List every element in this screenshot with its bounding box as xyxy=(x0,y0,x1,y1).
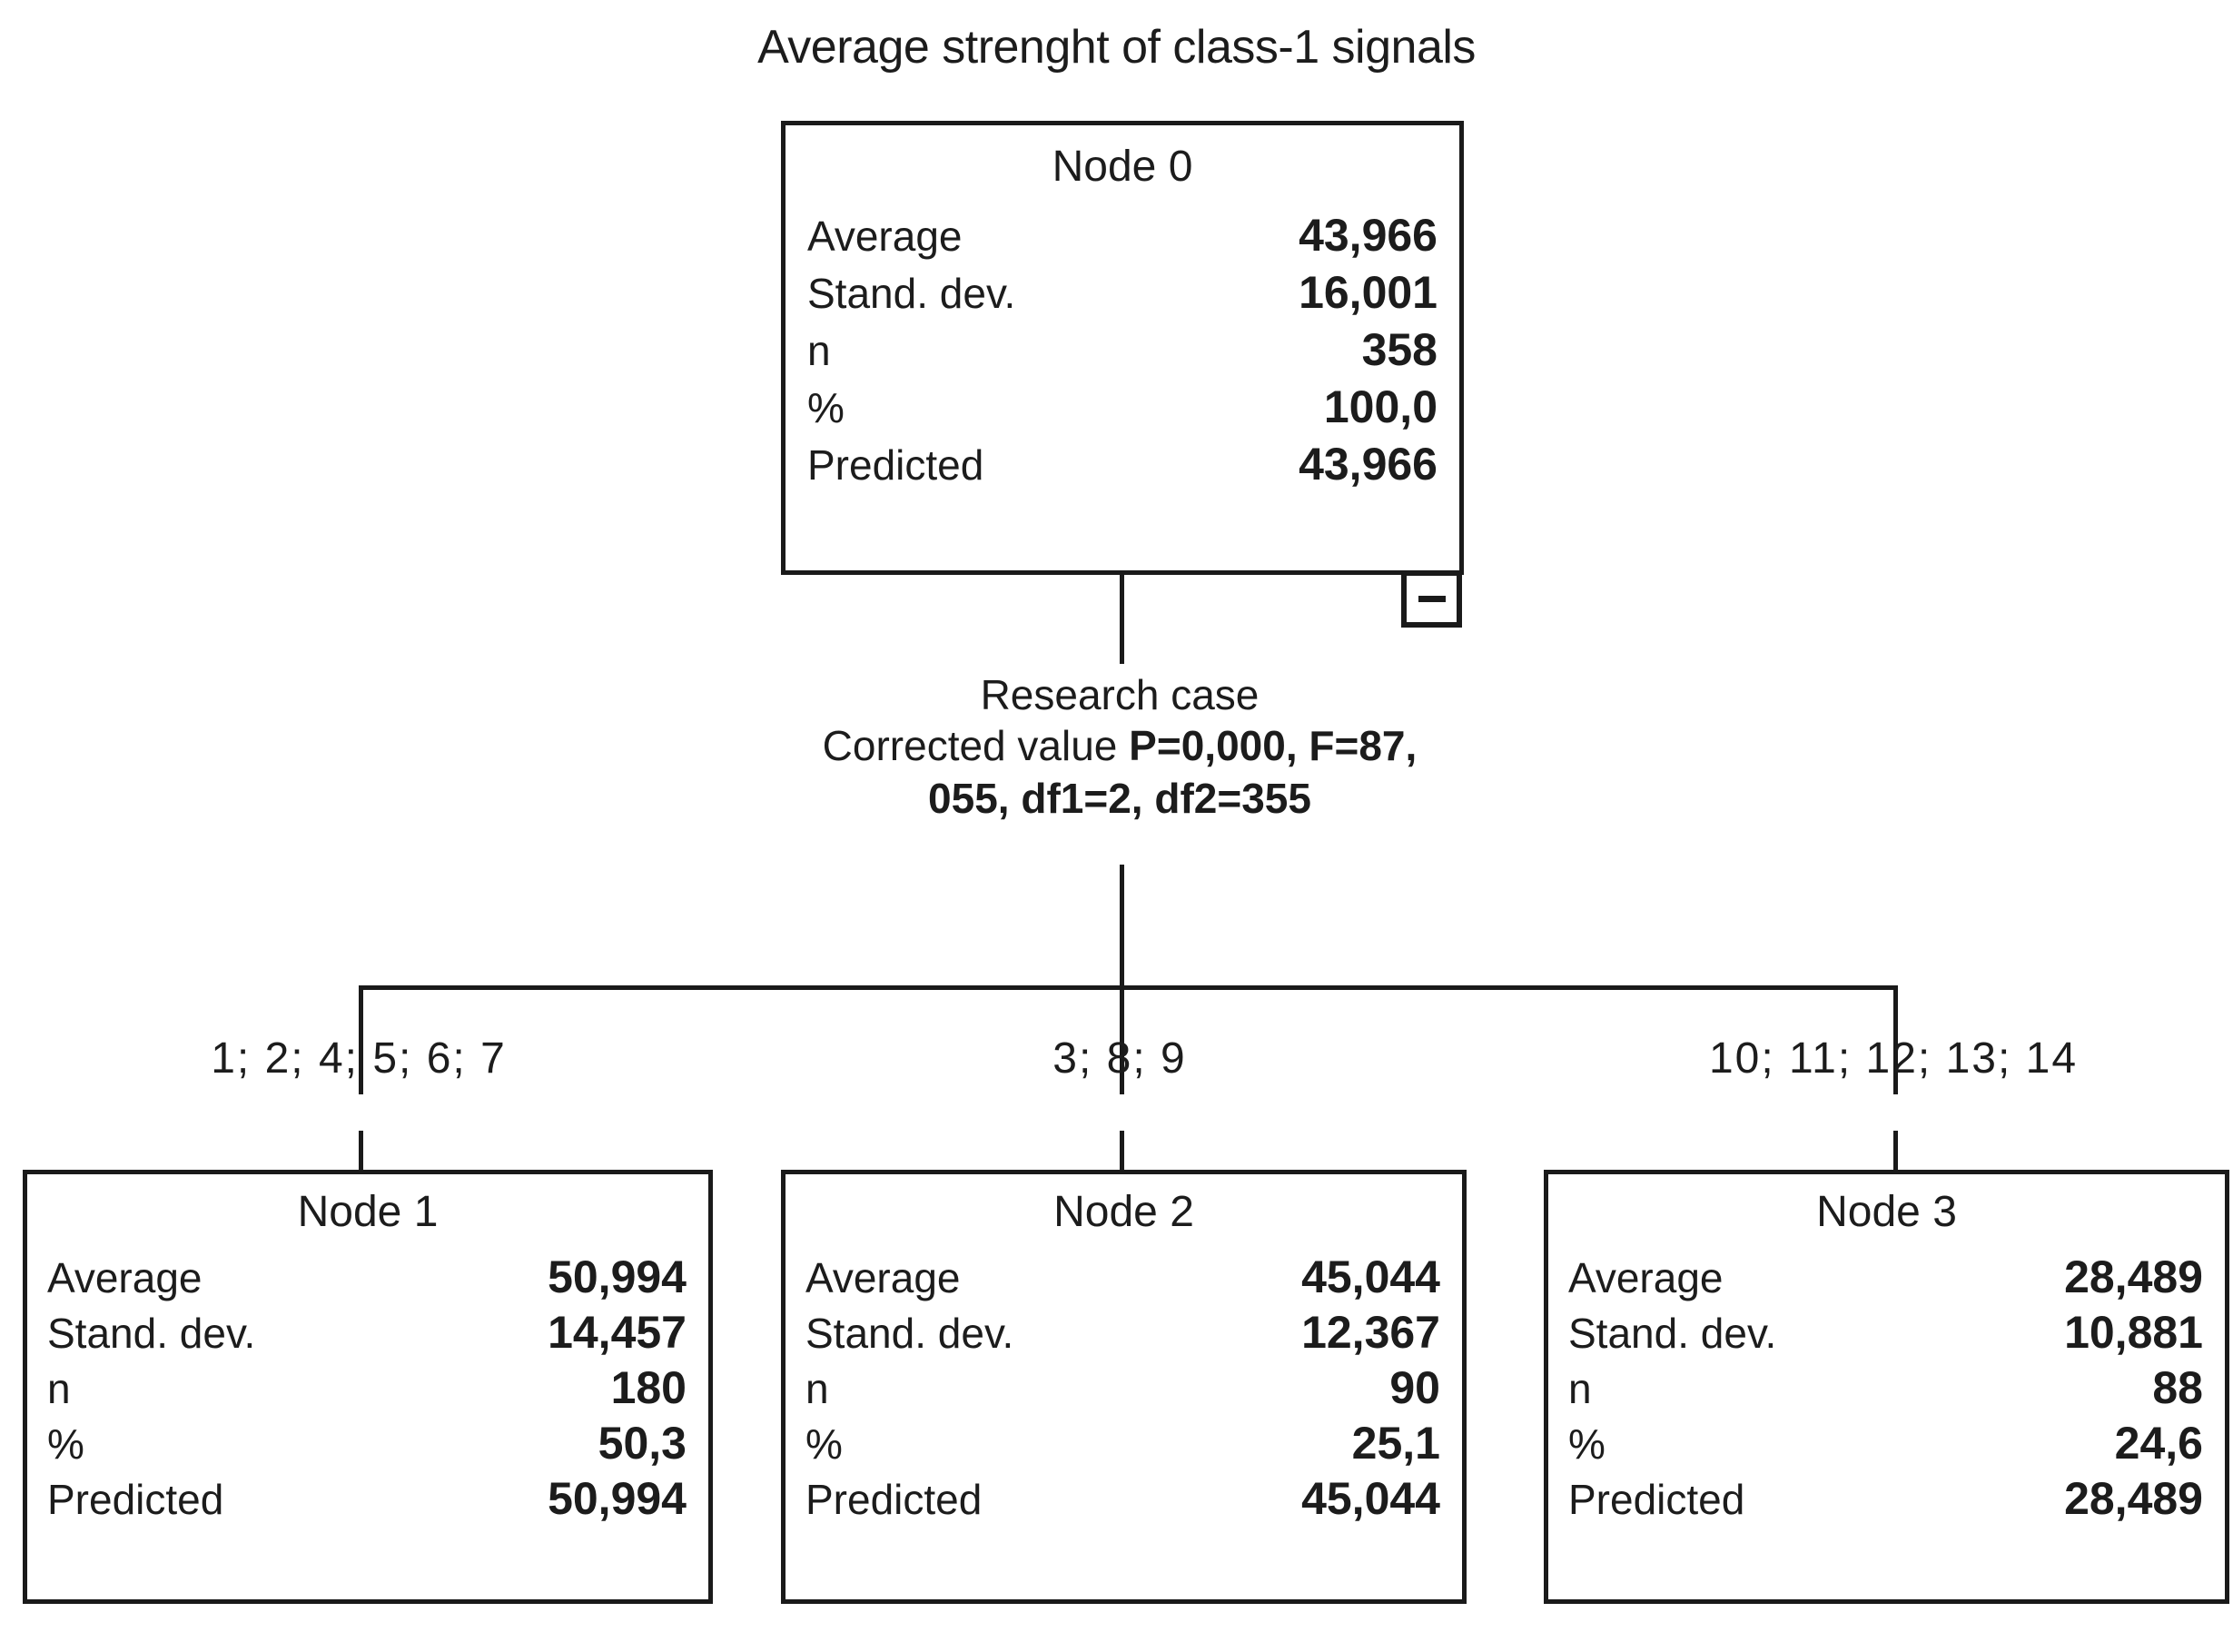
node-0-row-3-value: 100,0 xyxy=(1323,381,1438,432)
table-row: n 90 xyxy=(786,1365,1462,1420)
node-2-row-2-value: 90 xyxy=(1389,1362,1440,1413)
tree-node-1[interactable]: Node 1 Average 50,994 Stand. dev. 14,457… xyxy=(23,1170,713,1604)
table-row: % 24,6 xyxy=(1548,1420,2225,1476)
node-1-row-2-label: n xyxy=(47,1365,71,1412)
table-row: Average 43,966 xyxy=(786,213,1459,270)
node-2-row-0-label: Average xyxy=(805,1254,961,1301)
node-2-row-1-label: Stand. dev. xyxy=(805,1310,1014,1357)
node-0-row-2-value: 358 xyxy=(1361,324,1438,375)
node-1-row-1-value: 14,457 xyxy=(548,1307,687,1358)
table-row: Predicted 45,044 xyxy=(786,1476,1462,1531)
node-2-title: Node 2 xyxy=(1053,1188,1194,1236)
table-row: % 25,1 xyxy=(786,1420,1462,1476)
node-2-stats-table: Average 45,044 Stand. dev. 12,367 n 90 %… xyxy=(786,1254,1462,1531)
table-row: % 100,0 xyxy=(786,384,1459,441)
table-row: % 50,3 xyxy=(27,1420,708,1476)
connector-root-stem xyxy=(1120,575,1124,664)
connector-branch-1-top xyxy=(359,985,363,1094)
node-0-row-0-label: Average xyxy=(807,213,963,260)
table-row: Stand. dev. 10,881 xyxy=(1548,1310,2225,1365)
node-3-title: Node 3 xyxy=(1816,1188,1957,1236)
node-0-row-1-label: Stand. dev. xyxy=(807,270,1016,317)
node-1-row-2-value: 180 xyxy=(610,1362,687,1413)
node-0-row-0-value: 43,966 xyxy=(1299,210,1438,261)
minus-icon xyxy=(1418,595,1446,602)
node-3-row-2-label: n xyxy=(1568,1365,1592,1412)
node-1-row-0-label: Average xyxy=(47,1254,203,1301)
node-3-row-3-label: % xyxy=(1568,1420,1606,1468)
node-2-row-1-value: 12,367 xyxy=(1301,1307,1440,1358)
node-3-row-3-value: 24,6 xyxy=(2114,1418,2203,1469)
tree-node-2[interactable]: Node 2 Average 45,044 Stand. dev. 12,367… xyxy=(781,1170,1467,1604)
node-2-row-3-label: % xyxy=(805,1420,843,1468)
collapse-node-button[interactable] xyxy=(1401,570,1462,628)
branch-label-node-1: 1; 2; 4; 5; 6; 7 xyxy=(211,1034,507,1083)
node-3-row-2-value: 88 xyxy=(2152,1362,2203,1413)
node-3-row-1-label: Stand. dev. xyxy=(1568,1310,1777,1357)
split-statistics-line-1: Corrected value P=0,000, F=87, xyxy=(666,719,1574,773)
page-title: Average strenght of class-1 signals xyxy=(757,21,1476,74)
split-statistics-part-1: P=0,000, F=87, xyxy=(1129,721,1418,769)
node-3-row-0-value: 28,489 xyxy=(2064,1251,2203,1302)
table-row: Average 50,994 xyxy=(27,1254,708,1310)
table-row: Average 28,489 xyxy=(1548,1254,2225,1310)
table-row: Stand. dev. 16,001 xyxy=(786,270,1459,327)
split-statistics-part-2: 055, df1=2, df2=355 xyxy=(928,775,1311,823)
node-1-title: Node 1 xyxy=(297,1188,439,1236)
table-row: n 180 xyxy=(27,1365,708,1420)
tree-node-3[interactable]: Node 3 Average 28,489 Stand. dev. 10,881… xyxy=(1544,1170,2229,1604)
node-2-row-2-label: n xyxy=(805,1365,829,1412)
node-0-row-4-label: Predicted xyxy=(807,441,984,489)
node-1-row-1-label: Stand. dev. xyxy=(47,1310,256,1357)
node-1-row-3-label: % xyxy=(47,1420,84,1468)
node-3-stats-table: Average 28,489 Stand. dev. 10,881 n 88 %… xyxy=(1548,1254,2225,1531)
connector-branch-2-top xyxy=(1120,985,1124,1094)
node-1-row-4-label: Predicted xyxy=(47,1476,224,1523)
connector-branch-3-top xyxy=(1893,985,1898,1094)
node-1-row-0-value: 50,994 xyxy=(548,1251,687,1302)
node-1-stats-table: Average 50,994 Stand. dev. 14,457 n 180 … xyxy=(27,1254,708,1531)
node-3-row-0-label: Average xyxy=(1568,1254,1724,1301)
table-row: Average 45,044 xyxy=(786,1254,1462,1310)
node-2-row-4-label: Predicted xyxy=(805,1476,983,1523)
node-2-row-0-value: 45,044 xyxy=(1301,1251,1440,1302)
node-0-row-3-label: % xyxy=(807,384,845,431)
tree-node-0[interactable]: Node 0 Average 43,966 Stand. dev. 16,001… xyxy=(781,121,1464,575)
node-0-row-2-label: n xyxy=(807,327,831,374)
node-2-row-4-value: 45,044 xyxy=(1301,1473,1440,1524)
node-0-title: Node 0 xyxy=(1052,143,1193,191)
connector-branch-2-drop xyxy=(1120,1131,1124,1172)
node-0-row-1-value: 16,001 xyxy=(1299,267,1438,318)
table-row: Predicted 43,966 xyxy=(786,441,1459,499)
connector-split-bar xyxy=(359,985,1898,990)
branch-label-node-2: 3; 8; 9 xyxy=(1052,1034,1187,1083)
table-row: Stand. dev. 14,457 xyxy=(27,1310,708,1365)
table-row: n 88 xyxy=(1548,1365,2225,1420)
connector-branch-1-drop xyxy=(359,1131,363,1172)
table-row: Stand. dev. 12,367 xyxy=(786,1310,1462,1365)
branch-label-node-3: 10; 11; 12; 13; 14 xyxy=(1708,1034,2079,1083)
node-2-row-3-value: 25,1 xyxy=(1351,1418,1440,1469)
node-3-row-4-label: Predicted xyxy=(1568,1476,1745,1523)
table-row: Predicted 28,489 xyxy=(1548,1476,2225,1531)
node-3-row-4-value: 28,489 xyxy=(2064,1473,2203,1524)
split-correction-label: Corrected value xyxy=(822,721,1118,769)
table-row: n 358 xyxy=(786,327,1459,384)
node-1-row-4-value: 50,994 xyxy=(548,1473,687,1524)
split-statistics-line-2: 055, df1=2, df2=355 xyxy=(666,772,1574,826)
split-variable-label: Research case xyxy=(980,671,1260,718)
node-3-row-1-value: 10,881 xyxy=(2064,1307,2203,1358)
connector-branch-3-drop xyxy=(1893,1131,1898,1172)
table-row: Predicted 50,994 xyxy=(27,1476,708,1531)
split-rule: Research case Corrected value P=0,000, F… xyxy=(666,671,1574,826)
node-1-row-3-value: 50,3 xyxy=(598,1418,687,1469)
connector-split-stem xyxy=(1120,865,1124,985)
node-0-row-4-value: 43,966 xyxy=(1299,439,1438,490)
node-0-stats-table: Average 43,966 Stand. dev. 16,001 n 358 … xyxy=(786,213,1459,499)
